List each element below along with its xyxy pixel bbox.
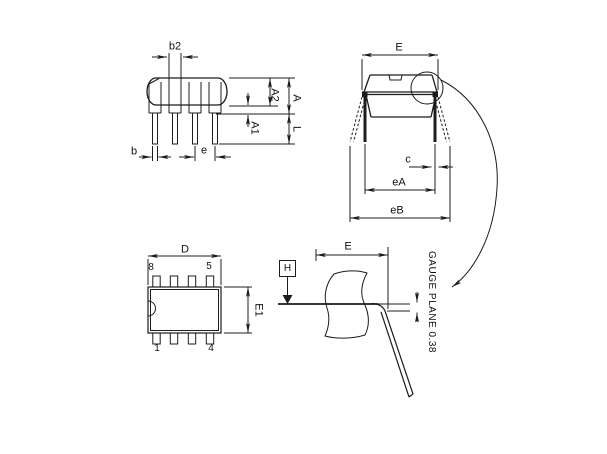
datum-h-symbol: H xyxy=(279,260,296,277)
pin-number-5: 5 xyxy=(206,261,212,272)
dim-label-eb: eB xyxy=(390,204,404,217)
dim-label-e1: E1 xyxy=(252,303,265,317)
datum-h-label: H xyxy=(283,263,292,274)
gauge-plane-label: GAUGE PLANE 0.38 xyxy=(426,251,437,353)
dim-label-d: D xyxy=(181,243,189,256)
dim-label-c: c xyxy=(405,153,411,166)
dim-label-e-detail: E xyxy=(344,240,352,253)
top-view xyxy=(147,254,252,345)
dim-label-b: b xyxy=(130,145,138,158)
side-view xyxy=(139,53,295,161)
dim-label-a: A xyxy=(290,94,303,102)
pin-number-1: 1 xyxy=(154,343,160,354)
dim-label-b2: b2 xyxy=(168,40,182,53)
dim-label-l: L xyxy=(290,125,303,133)
pin-number-8: 8 xyxy=(148,262,154,273)
dim-label-ea: eA xyxy=(392,176,406,189)
dim-label-e-endview: E xyxy=(395,41,403,54)
end-view xyxy=(349,53,498,288)
lead-detail-view xyxy=(278,247,419,398)
dim-label-a1: A1 xyxy=(248,121,261,135)
dim-label-a2: A2 xyxy=(268,88,281,102)
dim-label-e: e xyxy=(200,144,208,157)
pin-number-4: 4 xyxy=(208,343,214,354)
